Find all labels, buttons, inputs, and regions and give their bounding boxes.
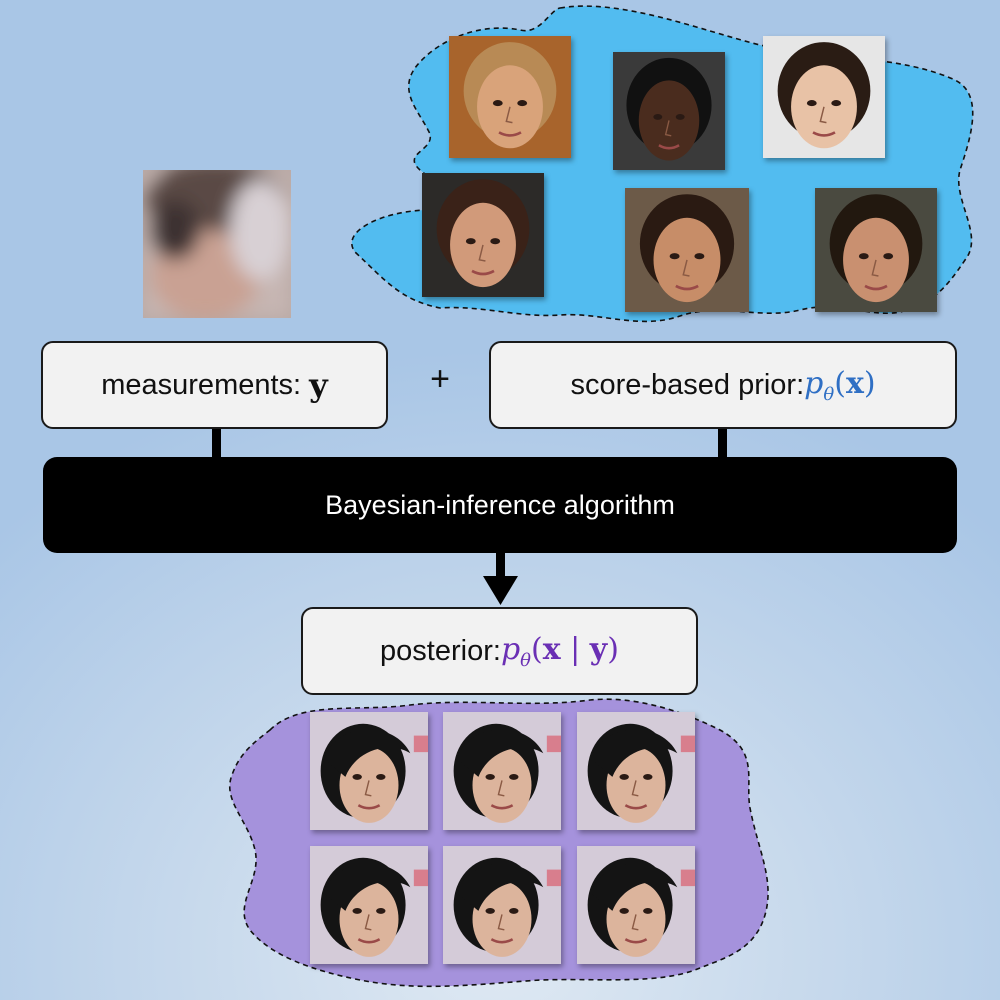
- prior-x: x: [845, 365, 864, 401]
- plus-sign: +: [430, 360, 450, 398]
- measurements-label: measurements:: [101, 368, 302, 401]
- prior-sample-face: [763, 36, 885, 158]
- posterior-sample-face: [577, 712, 695, 830]
- posterior-sample-face: [577, 846, 695, 964]
- posterior-theta: θ: [520, 649, 531, 671]
- posterior-sample-face: [443, 712, 561, 830]
- measurement-connector: [212, 428, 221, 460]
- prior-box: score-based prior: pθ(x): [489, 341, 957, 429]
- prior-sample-face: [613, 52, 725, 170]
- prior-label: score-based prior:: [570, 368, 805, 401]
- posterior-sample-face: [310, 846, 428, 964]
- prior-connector: [718, 428, 727, 460]
- posterior-y: y: [589, 631, 608, 667]
- prior-sample-face: [422, 173, 544, 297]
- algorithm-arrow-shaft: [496, 553, 505, 581]
- measurements-box: measurements: y: [41, 341, 388, 429]
- algorithm-label: Bayesian-inference algorithm: [325, 489, 675, 520]
- posterior-box: posterior: pθ(x | y): [301, 607, 698, 695]
- posterior-open-paren: (: [531, 631, 543, 667]
- prior-open-paren: (: [834, 365, 846, 401]
- posterior-close-paren: ): [607, 631, 619, 667]
- prior-sample-face: [625, 188, 749, 312]
- prior-p: p: [804, 365, 824, 401]
- prior-formula: pθ(x): [804, 366, 875, 405]
- prior-sample-face: [815, 188, 937, 312]
- posterior-formula: pθ(x | y): [501, 632, 619, 671]
- prior-theta: θ: [823, 383, 835, 405]
- blurred-measurement-image: [143, 170, 291, 318]
- posterior-p: p: [500, 631, 521, 667]
- measurements-symbol: y: [309, 366, 328, 404]
- posterior-sample-face: [310, 712, 428, 830]
- prior-close-paren: ): [863, 365, 876, 401]
- posterior-label: posterior:: [380, 634, 501, 667]
- algorithm-block: Bayesian-inference algorithm: [43, 457, 957, 553]
- posterior-sample-face: [443, 846, 561, 964]
- posterior-x: x: [542, 631, 561, 667]
- prior-sample-face: [449, 36, 571, 158]
- posterior-given-bar: |: [560, 631, 590, 667]
